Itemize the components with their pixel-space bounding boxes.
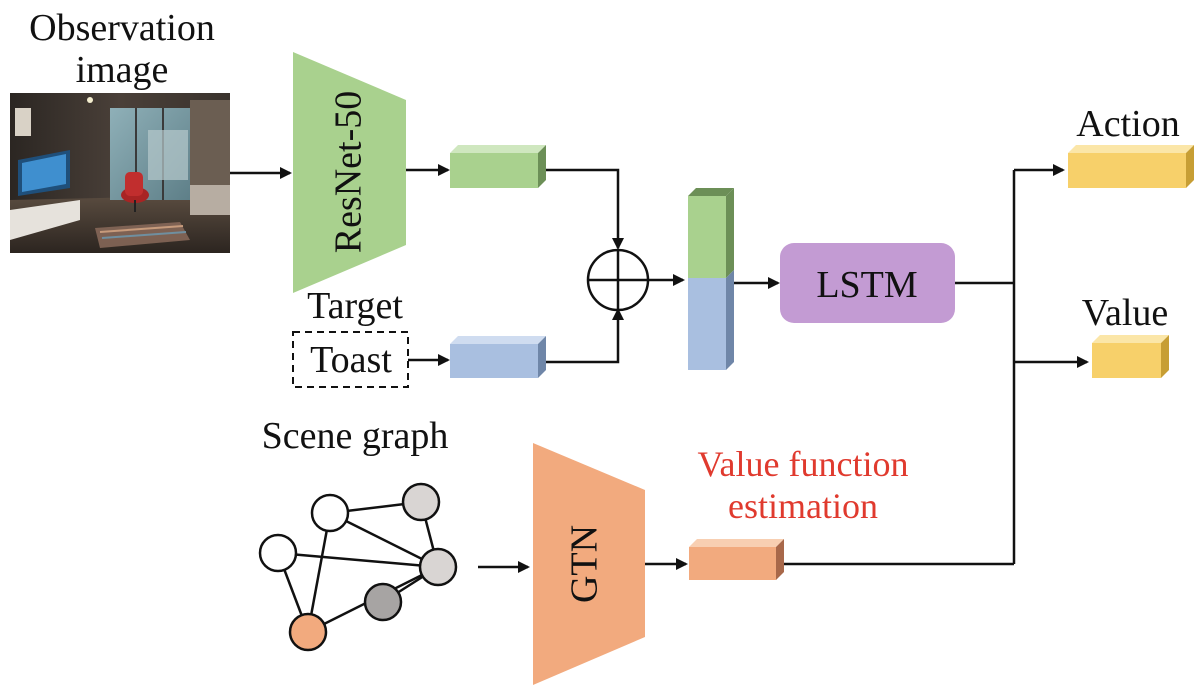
value-function-label-line2: estimation	[728, 486, 878, 526]
action-output-vector	[1068, 145, 1194, 188]
joint-feature-vector	[688, 188, 734, 370]
lstm-label: LSTM	[816, 264, 917, 306]
target-object-box	[292, 331, 409, 388]
connector-visual-to-concat	[546, 168, 624, 250]
observation-image	[10, 93, 230, 253]
circle-plus-icon	[586, 248, 650, 312]
resnet-label: ResNet-50	[328, 91, 370, 254]
value-function-label-line1: Value function	[698, 444, 909, 484]
gtn-encoder	[533, 443, 645, 685]
target-label: Target	[307, 285, 403, 327]
scene-graph-label: Scene graph	[262, 415, 449, 457]
connector-target-to-concat	[546, 308, 624, 364]
value-output-vector	[1092, 335, 1169, 378]
visual-feature-vector	[450, 145, 546, 188]
graph-node	[363, 582, 403, 622]
graph-feature-vector	[689, 539, 784, 580]
observation-label-line2: image	[76, 49, 169, 91]
scene-graph	[258, 482, 458, 652]
graph-node	[258, 533, 298, 573]
gtn-label: GTN	[564, 525, 606, 603]
graph-node-target	[288, 612, 328, 652]
target-object-label: Toast	[310, 339, 392, 381]
value-label: Value	[1082, 292, 1169, 334]
graph-node	[310, 493, 350, 533]
target-feature-vector	[450, 336, 546, 378]
observation-label-line1: Observation	[29, 7, 215, 49]
lstm-block	[780, 243, 955, 323]
resnet-encoder	[293, 52, 406, 293]
graph-node	[418, 547, 458, 587]
action-label: Action	[1076, 103, 1179, 145]
graph-node	[401, 482, 441, 522]
